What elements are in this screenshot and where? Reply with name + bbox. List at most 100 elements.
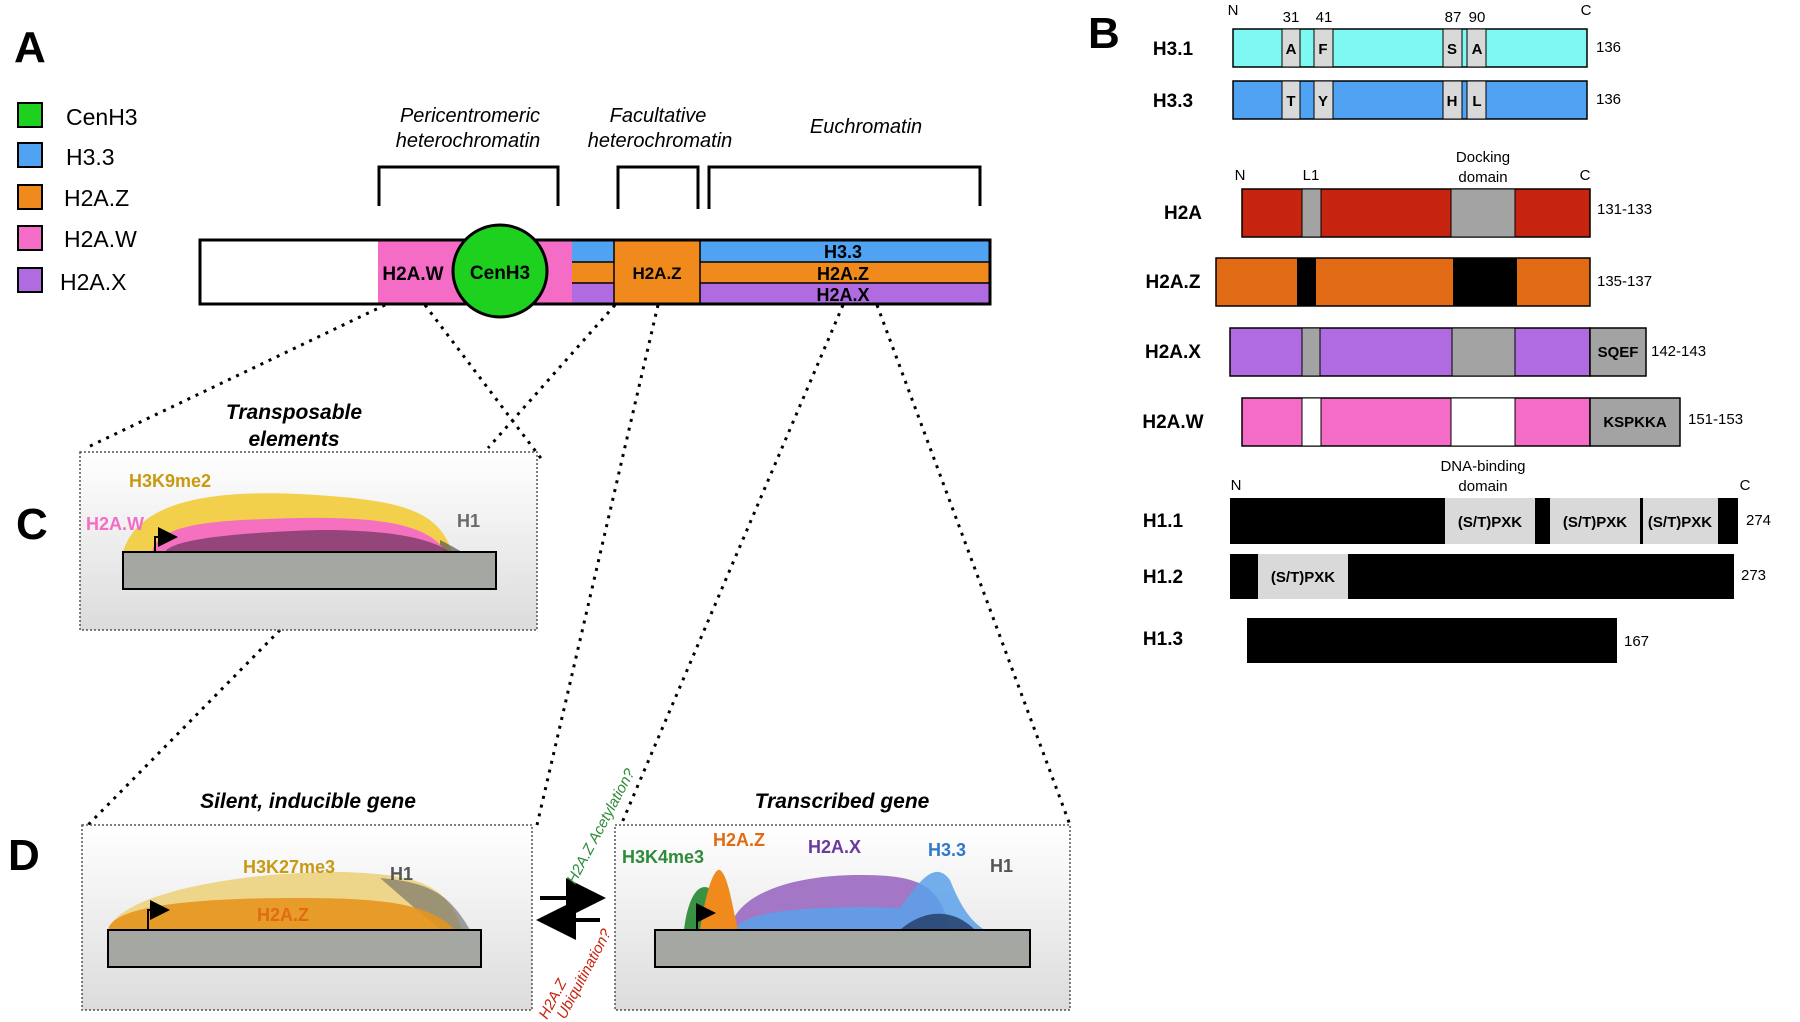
h2aw-docking-domain (1450, 397, 1516, 447)
label-h1-c: H1 (457, 511, 480, 531)
h33-name: H3.3 (1153, 91, 1193, 112)
h2az-name: H2A.Z (1146, 272, 1201, 293)
h13-bar (1247, 618, 1617, 663)
silent-gene-title: Silent, inducible gene (200, 790, 416, 813)
h33-peak (735, 871, 985, 930)
label-h1-silent: H1 (390, 864, 413, 884)
h13-length: 167 (1624, 633, 1649, 650)
zoom-line-4 (535, 304, 660, 826)
panel-c-title-1: Transposable (226, 401, 362, 424)
legend-swatch-h2aw (17, 225, 43, 251)
label-h3k27me3: H3K27me3 (243, 857, 335, 877)
h2ax-length: 142-143 (1651, 343, 1706, 360)
chromosome-label-h2aw: H2A.W (382, 264, 443, 285)
tss-arrow-c (154, 527, 178, 552)
h2aw-motif-box (1589, 397, 1681, 447)
h1-n-label: N (1231, 477, 1242, 494)
label-h1-transcribed: H1 (990, 856, 1013, 876)
panel-c-box: H3K9me2 H2A.W H1 (79, 451, 538, 631)
h12-length: 273 (1741, 567, 1766, 584)
legend-label-h2az: H2A.Z (64, 185, 129, 211)
h2az-docking-domain (1453, 258, 1517, 306)
h3-position-87: 87 (1445, 9, 1462, 26)
h2a-length: 131-133 (1597, 201, 1652, 218)
h33-residue-box-2 (1313, 80, 1334, 120)
region-label-euchromatin: Euchromatin (810, 116, 922, 138)
h33-residue-3: H (1447, 93, 1458, 110)
h2ax-motif: SQEF (1598, 344, 1639, 361)
h1-c-label: C (1740, 477, 1751, 494)
chromosome-label-cenh3: CenH3 (470, 263, 530, 284)
transcribed-gene-title: Transcribed gene (755, 790, 930, 813)
h12-motif-box (1258, 554, 1348, 599)
legend-label-h33: H3.3 (66, 144, 115, 170)
zoom-line-5 (619, 304, 845, 826)
h1-peak-silent (380, 878, 470, 930)
label-h2aw-c: H2A.W (86, 514, 144, 534)
h3-n-label: N (1228, 2, 1239, 19)
chromosome-empty-segment (200, 240, 378, 304)
chromosome-label-h2ax: H2A.X (816, 285, 869, 305)
h31-residue-1: A (1286, 41, 1297, 58)
h2az-bar (1215, 257, 1591, 307)
h1-shadow-c (440, 540, 462, 552)
h12-motif: (S/T)PXK (1271, 569, 1335, 586)
h2ax-bar (1229, 327, 1591, 377)
h2a-variants: N L1 Docking domain C H2A 131-133 H2A.Z … (1142, 149, 1743, 447)
h11-motif-box-3 (1643, 498, 1718, 544)
h31-name: H3.1 (1153, 39, 1194, 60)
tss-arrow-silent (147, 900, 170, 930)
h3-variants: N C 31 41 87 90 H3.1 A F S A 136 H3.3 T … (1153, 2, 1621, 120)
label-h2ax-transcribed: H2A.X (808, 837, 861, 857)
bracket-euchromatin (707, 165, 982, 209)
legend: CenH3 H3.3 H2A.Z H2A.W H2A.X (17, 102, 138, 295)
panel-label-d: D (8, 831, 40, 880)
h2a-l1-loop (1301, 188, 1322, 238)
h2az-peak-silent (108, 898, 455, 930)
dna-bar-c (122, 551, 497, 590)
legend-swatch-h2az (17, 184, 43, 210)
bracket-facultative (616, 165, 700, 209)
zoom-line-3 (486, 304, 617, 449)
h33-residue-4: L (1472, 93, 1481, 110)
h33-residue-box-4 (1466, 80, 1487, 120)
h2aw-length: 151-153 (1688, 411, 1743, 428)
region-label-facultative: Facultative (610, 105, 707, 127)
chromosome: H2A.W CenH3 H2A.Z H3.3 H2A.Z H2A.X (198, 223, 992, 319)
chromosome-h2ax-band (700, 283, 990, 304)
chromosome-h2az-segment (614, 240, 700, 304)
h2az-length: 135-137 (1597, 273, 1652, 290)
dna-bar-transcribed (654, 929, 1031, 968)
h31-residue-box-1 (1281, 28, 1301, 68)
label-h3k9me2: H3K9me2 (129, 471, 211, 491)
h2aw-motif: KSPKKA (1603, 414, 1667, 431)
h3-position-41: 41 (1316, 9, 1333, 26)
h11-motif-box-1 (1445, 498, 1535, 544)
h33-residue-box-3 (1442, 80, 1463, 120)
zoom-lines (85, 303, 1072, 827)
legend-swatch-cenh3 (17, 102, 43, 128)
docking-label-2: domain (1458, 169, 1507, 186)
h33-residue-box-1 (1281, 80, 1301, 120)
h33-length: 136 (1596, 91, 1621, 108)
region-label-heterochromatin-2: heterochromatin (588, 130, 733, 152)
docking-label-1: Docking (1456, 149, 1510, 166)
chromosome-h33-band-short (572, 240, 614, 262)
h31-residue-3: S (1447, 41, 1457, 58)
h11-length: 274 (1746, 512, 1771, 529)
h3-c-label: C (1581, 2, 1592, 19)
h11-name: H1.1 (1143, 511, 1184, 532)
silent-gene-box: H3K27me3 H2A.Z H1 (81, 824, 533, 1011)
zoom-line-7 (86, 628, 282, 827)
chromosome-label-h33: H3.3 (824, 242, 862, 262)
dna-bar-silent (107, 929, 482, 968)
label-h2az-transcribed: H2A.Z (713, 830, 765, 850)
chromosome-h33-band (700, 240, 990, 262)
dna-binding-label-2: domain (1458, 478, 1507, 495)
legend-swatch-h33 (17, 142, 43, 168)
h2ax-motif-box (1589, 327, 1647, 377)
h2ax-name: H2A.X (1145, 342, 1201, 363)
region-label-heterochromatin-1: heterochromatin (396, 130, 541, 152)
h31-residue-box-3 (1442, 28, 1463, 68)
